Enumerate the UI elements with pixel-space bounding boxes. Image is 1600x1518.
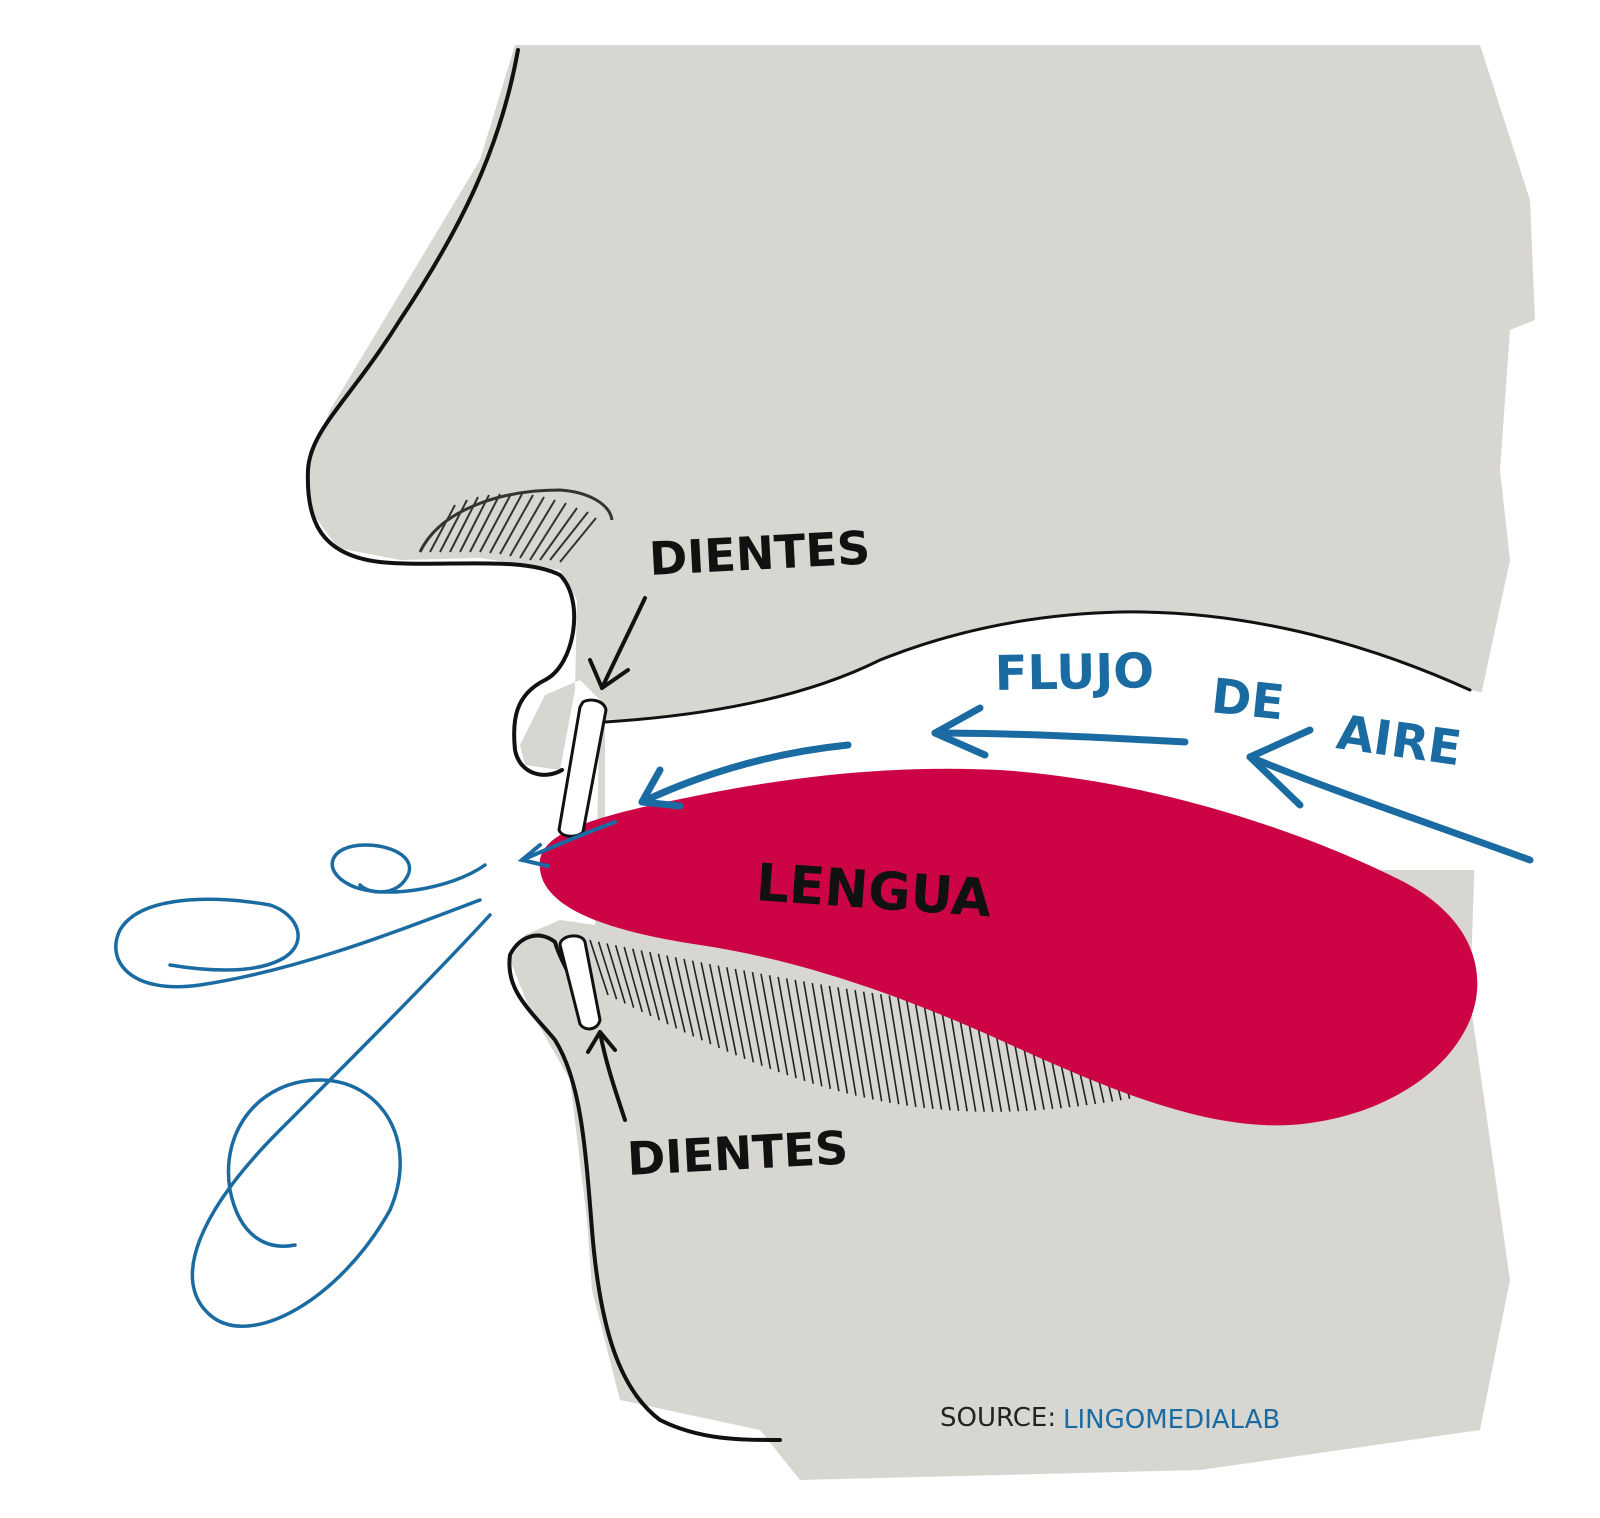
jaw-hatch-line bbox=[691, 960, 712, 1045]
palate-outline bbox=[603, 610, 1472, 724]
jaw-hatch-line bbox=[674, 957, 695, 1037]
jaw-hatch-line bbox=[905, 998, 926, 1109]
tongue bbox=[539, 768, 1478, 1126]
jaw-hatch-line bbox=[828, 985, 849, 1094]
jaw-hatch-line bbox=[785, 978, 806, 1082]
jaw-hatch-line bbox=[879, 994, 900, 1105]
jaw-hatch-line bbox=[820, 984, 840, 1092]
jaw-hatch-line bbox=[854, 990, 874, 1100]
jaw-hatch-line bbox=[657, 953, 678, 1029]
source-name: LINGOMEDIALAB bbox=[1063, 1405, 1280, 1435]
airflow-arrow-middle-head bbox=[931, 704, 989, 759]
jaw-hatch-line bbox=[751, 971, 772, 1070]
jaw-hatch-line bbox=[845, 988, 866, 1098]
swirl-large bbox=[114, 897, 482, 989]
jaw-hatch-line bbox=[914, 999, 934, 1109]
lower-teeth-pointer bbox=[586, 1030, 627, 1122]
jaw-hatch-line bbox=[734, 968, 755, 1063]
jaw-hatch-line bbox=[862, 991, 883, 1102]
jaw-hatch-line bbox=[760, 973, 780, 1073]
lower-tooth bbox=[558, 934, 602, 1031]
airflow-label-word-1: FLUJO bbox=[994, 643, 1154, 702]
jaw-hatch-line bbox=[606, 943, 626, 1004]
airflow-exit-arrow bbox=[517, 820, 617, 868]
jaw-hatch-line bbox=[683, 958, 703, 1041]
jaw-hatch-line bbox=[743, 970, 763, 1066]
swirl-bottom bbox=[190, 913, 492, 1328]
upper-teeth-label: DIENTES bbox=[648, 520, 872, 586]
jaw-hatch-line bbox=[631, 948, 652, 1017]
jaw-hatch-line bbox=[717, 965, 738, 1056]
jaw-hatch-line bbox=[837, 987, 857, 1096]
upper-teeth-pointer bbox=[588, 596, 647, 690]
airflow-arrow-right bbox=[1246, 753, 1534, 864]
jaw-hatch-line bbox=[614, 944, 635, 1008]
jaw-hatch-line bbox=[931, 1001, 951, 1111]
airflow-arrow-left bbox=[638, 741, 852, 806]
jaw-hatch-line bbox=[802, 981, 823, 1087]
jaw-hatch-line bbox=[666, 955, 686, 1033]
jaw-hatch-line bbox=[597, 941, 618, 1000]
airflow-arrow-left-head bbox=[638, 766, 684, 810]
jaw-hatch-line bbox=[922, 1000, 943, 1110]
source-prefix: SOURCE: bbox=[940, 1403, 1056, 1433]
jaw-hatch-line bbox=[700, 962, 720, 1049]
jaw-hatch-line bbox=[589, 939, 609, 996]
jaw-hatch-line bbox=[777, 976, 797, 1079]
lower-teeth-label: DIENTES bbox=[626, 1120, 850, 1186]
jaw-hatch-line bbox=[897, 996, 917, 1107]
nostril-shading bbox=[418, 488, 614, 563]
airflow-arrow-middle bbox=[931, 729, 1189, 746]
jaw-hatch-line bbox=[623, 946, 643, 1013]
airflow-arrow-right-head bbox=[1246, 726, 1314, 809]
jaw-hatch-line bbox=[794, 979, 815, 1084]
swirl-small bbox=[330, 843, 487, 894]
jaw-hatch-line bbox=[811, 982, 832, 1090]
jaw-hatch-line bbox=[649, 951, 669, 1025]
upper-tooth bbox=[557, 698, 608, 838]
jaw-hatch-line bbox=[939, 1003, 960, 1111]
jaw-hatch-line bbox=[708, 963, 729, 1052]
jaw-hatch-line bbox=[640, 950, 661, 1021]
exhaled-air-swirls bbox=[114, 843, 492, 1328]
jaw-hatch-line bbox=[726, 967, 746, 1060]
upper-face-outline bbox=[305, 48, 577, 777]
airflow-label-word-2: DE bbox=[1209, 668, 1287, 731]
jaw-hatch-line bbox=[871, 992, 891, 1103]
jaw-hatch-line bbox=[888, 995, 909, 1106]
airflow-arrows bbox=[638, 704, 1534, 864]
jaw-hatch-line bbox=[956, 1005, 977, 1112]
lower-face-outline bbox=[507, 933, 782, 1442]
jaw-hatch-line bbox=[948, 1004, 968, 1112]
jaw-hatch-line bbox=[768, 975, 789, 1076]
